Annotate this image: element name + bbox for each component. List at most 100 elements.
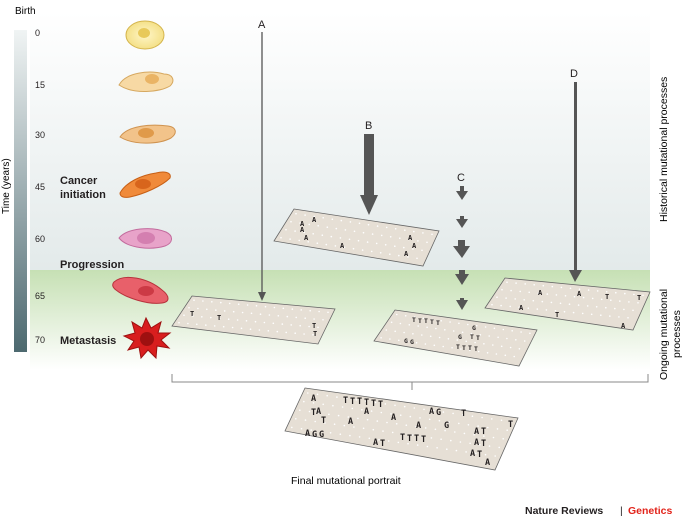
credit-separator: | [620,505,623,517]
mutation-base: T [414,434,419,444]
card-dot [550,301,553,304]
card-dot [398,254,400,257]
card-dot [426,241,428,244]
card-dot [361,409,363,411]
card-dot [316,242,319,244]
card-dot [343,246,346,249]
card-dot [409,415,412,418]
card-dot [280,236,282,239]
card-dot [541,300,544,303]
card-dot [295,316,298,319]
card-dot [202,300,204,302]
card-dot [340,219,343,222]
card-dot [506,337,508,340]
card-dot [231,326,234,329]
card-dot [582,296,585,299]
card-dot [479,334,482,336]
stage-label-initiation: initiation [60,189,106,201]
card-dot [420,435,423,438]
card-dot [415,342,418,344]
card-dot [428,418,431,421]
card-dot [440,320,443,322]
card-dot [245,320,248,322]
card-dot [232,310,235,313]
card-dot [502,328,505,331]
mutation-base: A [538,289,543,297]
card-dot [394,404,396,407]
card-dot [374,401,377,404]
card-dot [533,284,535,286]
process-label-c: C [457,172,465,184]
card-dot [188,306,190,309]
mutation-base: G [444,421,449,431]
mutation-base: T [380,439,385,449]
card-dot [514,298,516,300]
card-dot [502,438,505,440]
card-dot [492,436,495,439]
card-dot [205,324,207,326]
card-dot [222,325,225,328]
card-dot [581,312,584,315]
card-dot [587,289,590,291]
card-dot [484,326,487,328]
card-dot [317,225,320,227]
card-dot [495,353,498,355]
card-dot [336,396,338,398]
card-dot [446,448,448,451]
card-dot [304,214,306,216]
card-dot [368,437,371,440]
card-dot [387,440,390,442]
card-dot [496,428,499,430]
card-dot [515,339,517,341]
card-dot [506,281,508,284]
card-dot [469,349,471,352]
card-dot [371,233,374,235]
card-dot [451,347,453,349]
card-dot [600,298,603,301]
card-dot [259,313,262,316]
card-dot [408,238,410,241]
card-dot [300,309,303,311]
card-dot [488,445,491,447]
card-dot [294,332,297,335]
mutation-base: A [340,242,345,250]
card-dot [325,243,328,246]
card-dot [506,429,509,432]
card-dot [412,248,414,250]
card-dot [384,403,387,405]
mutation-base: A [621,322,626,330]
card-dot [291,308,294,310]
mutation-base: T [462,344,466,352]
mutation-base: T [313,330,317,338]
mutation-base: A [312,216,317,224]
card-dot [206,308,208,311]
cell-cancer-initiation [119,171,171,198]
card-dot [460,348,462,350]
card-dot [411,434,413,436]
mutation-base: A [416,421,421,431]
card-dot [386,421,388,424]
mutation-base: T [481,439,486,449]
cell-metastasis [122,316,172,360]
card-dot [291,426,293,429]
card-dot [413,407,416,409]
card-dot [442,411,445,413]
credit-journal: Nature Reviews [525,505,603,517]
card-dot [627,317,629,319]
card-dot [528,291,530,294]
mutation-base: T [350,397,355,407]
card-dot [376,420,379,422]
card-dot [422,232,424,234]
card-dot [405,424,408,427]
card-dot [378,438,380,441]
card-dot [488,335,491,337]
card-dot [628,301,630,303]
card-dot [391,431,394,434]
card-dot [413,230,415,233]
card-dot [258,329,261,331]
card-dot [312,402,315,404]
card-dot [563,310,566,313]
card-dot [223,310,226,312]
card-dot [605,306,607,309]
card-dot [370,410,373,412]
